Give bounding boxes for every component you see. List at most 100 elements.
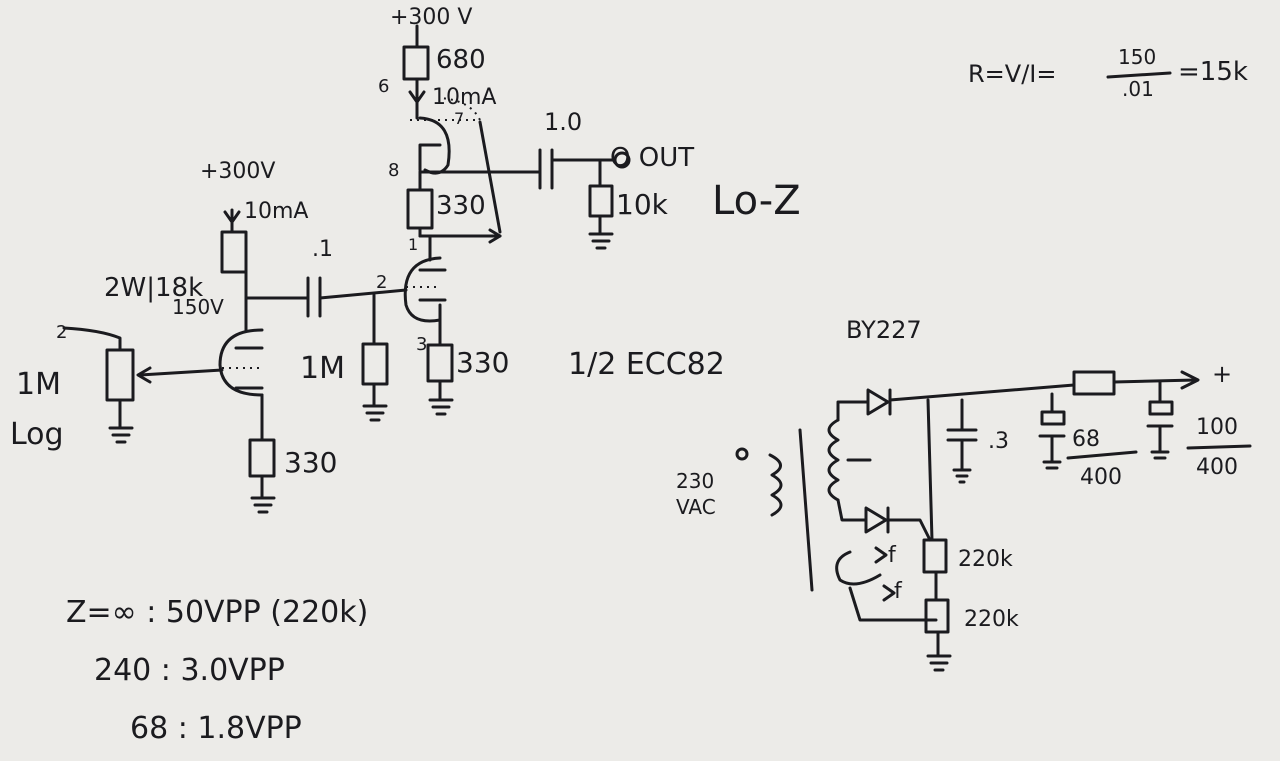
ground-icon xyxy=(108,426,134,444)
fraction-bar xyxy=(1066,450,1138,460)
fuse-arrow-icon xyxy=(874,546,888,564)
resistor-330-stage1 xyxy=(248,438,276,478)
resistor-220k-bottom xyxy=(924,598,950,634)
label-frac-num: 150 xyxy=(1118,45,1156,69)
label-diode: BY227 xyxy=(846,316,922,344)
label-r10k: 10k xyxy=(616,188,669,221)
note-line-1: Z=∞ : 50VPP (220k) xyxy=(66,595,368,630)
ground-icon xyxy=(1150,450,1170,460)
label-v400b: 400 xyxy=(1196,455,1238,480)
label-pin1: 1 xyxy=(408,235,418,254)
label-r220k-top: 220k xyxy=(958,547,1013,572)
label-fuse-1: f xyxy=(888,543,897,568)
wire xyxy=(836,498,868,522)
label-r220k-bottom: 220k xyxy=(964,607,1019,632)
label-cap-100: 100 xyxy=(1196,415,1238,440)
resistor-18k xyxy=(220,230,248,274)
resistor-330-follower xyxy=(406,188,434,230)
label-mains-1: 230 xyxy=(676,469,714,493)
note-line-2: 240 : 3.0VPP xyxy=(94,653,285,688)
resistor-330-stage2 xyxy=(426,343,454,383)
label-plate-voltage: 150V xyxy=(172,295,224,319)
label-r330-stage2: 330 xyxy=(456,346,509,379)
potentiometer-1M xyxy=(105,348,135,402)
label-lo-z: Lo-Z xyxy=(712,178,801,224)
input-stage xyxy=(62,208,276,514)
ground-icon xyxy=(1042,460,1062,470)
ground-icon xyxy=(588,232,614,250)
transformer-secondary xyxy=(827,418,840,502)
fuse-arrow-icon xyxy=(882,584,896,602)
label-v400a: 400 xyxy=(1080,465,1122,490)
coupling-network xyxy=(244,276,408,422)
label-cap-coupling: .1 xyxy=(312,237,333,262)
resistor-10k xyxy=(588,184,614,218)
tube-envelope-1 xyxy=(218,328,264,397)
label-pin2: 2 xyxy=(376,272,387,293)
label-r680: 680 xyxy=(436,45,486,75)
resistor-220k-top xyxy=(922,538,948,574)
label-cap-68: 68 xyxy=(1072,427,1100,452)
wire xyxy=(848,586,938,622)
resistor-1M-grid xyxy=(361,342,389,386)
label-frac-den: .01 xyxy=(1122,77,1154,101)
transformer-primary xyxy=(768,453,783,517)
arrow-icon xyxy=(488,228,502,244)
gain-stage-2 xyxy=(403,256,454,416)
wire xyxy=(62,326,122,352)
ground-icon xyxy=(428,398,454,416)
cathode-follower-stage xyxy=(402,24,631,262)
wiper-arrow-icon xyxy=(136,366,152,384)
label-out: O OUT xyxy=(610,143,694,173)
current-arrow-icon xyxy=(223,210,241,224)
label-r330-stage1: 330 xyxy=(284,446,337,479)
label-pot-value: 1M xyxy=(16,367,61,402)
wire xyxy=(1112,378,1198,384)
label-cap-out: 1.0 xyxy=(544,108,582,136)
ground-icon xyxy=(362,404,388,422)
label-r1M-grid: 1M xyxy=(300,351,345,386)
diode-icon xyxy=(866,388,890,416)
wire xyxy=(886,518,932,542)
wire xyxy=(836,400,870,422)
ground-icon xyxy=(952,468,972,484)
capacitor-100 xyxy=(1148,400,1174,416)
ground-icon xyxy=(250,496,276,514)
label-pin8: 8 xyxy=(388,160,399,181)
note-line-3: 68 : 1.8VPP xyxy=(130,711,302,746)
label-pin7: 7 xyxy=(454,109,464,128)
wire xyxy=(478,120,502,234)
label-pot-taper: Log xyxy=(10,417,64,452)
label-current-left: 10mA xyxy=(244,199,308,224)
power-supply xyxy=(735,71,1252,672)
label-pin6: 6 xyxy=(378,76,389,97)
diode-icon xyxy=(864,506,888,534)
label-cap-03: .3 xyxy=(988,429,1009,454)
wire xyxy=(138,368,224,377)
wire xyxy=(835,550,882,586)
labels: +300 V 680 6 10mA 7 1.0 8 O OUT 330 10k … xyxy=(10,5,1248,746)
resistor-filter xyxy=(1072,370,1116,396)
label-tube: 1/2 ECC82 xyxy=(568,347,725,382)
fraction-bar xyxy=(1106,71,1172,79)
label-formula: R=V/I= xyxy=(968,60,1056,88)
label-supply-left: +300V xyxy=(200,159,275,184)
mains-terminal-icon xyxy=(735,447,749,461)
wire xyxy=(888,383,1076,402)
resistor-680 xyxy=(402,45,430,81)
capacitor-68 xyxy=(1040,410,1066,426)
label-r330-follower: 330 xyxy=(436,191,486,221)
label-r18k: 2W|18k xyxy=(104,273,203,303)
label-pot-pin: 2 xyxy=(56,322,67,343)
ground-icon xyxy=(926,654,952,672)
wire xyxy=(318,288,408,300)
label-mains-2: VAC xyxy=(676,495,716,519)
tube-plate xyxy=(418,143,442,172)
output-arrow-icon xyxy=(1180,370,1200,390)
transformer-core xyxy=(798,428,814,592)
current-arrow-icon xyxy=(408,90,426,104)
label-current-top: 10mA xyxy=(432,85,496,110)
tube-envelope xyxy=(410,97,482,121)
